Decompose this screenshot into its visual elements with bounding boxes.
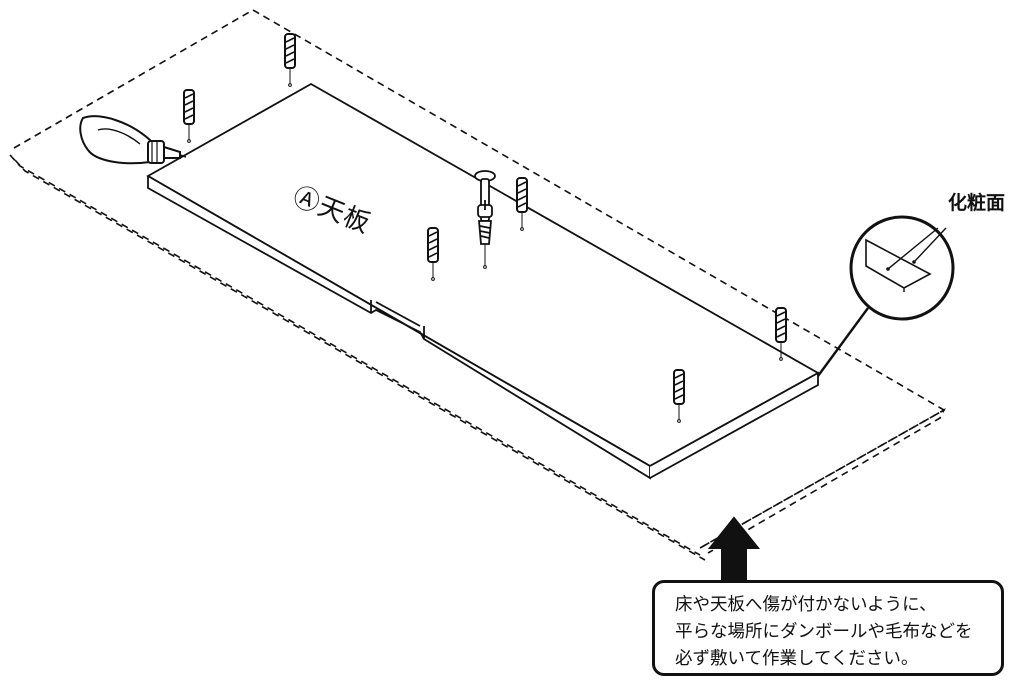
glue-bottle-icon — [79, 115, 187, 165]
cam-bolt-icon — [474, 170, 496, 269]
protective-mat — [9, 9, 946, 561]
magnifier-callout-icon — [817, 215, 955, 377]
note-line: 平らな場所にダンボールや毛布などを — [675, 622, 973, 642]
wooden-dowel-icon — [284, 33, 296, 88]
note-line: 床や天板へ傷が付かないように、 — [675, 595, 937, 615]
tabletop-board — [146, 82, 820, 480]
finished-surface-label: 化粧面 — [948, 192, 1006, 214]
note-line: 必ず敷いて作業してください。 — [675, 649, 919, 669]
wooden-dowel-icon — [183, 89, 195, 144]
caution-note: 床や天板へ傷が付かないように、 平らな場所にダンボールや毛布などを 必ず敷いて作… — [652, 580, 1004, 676]
